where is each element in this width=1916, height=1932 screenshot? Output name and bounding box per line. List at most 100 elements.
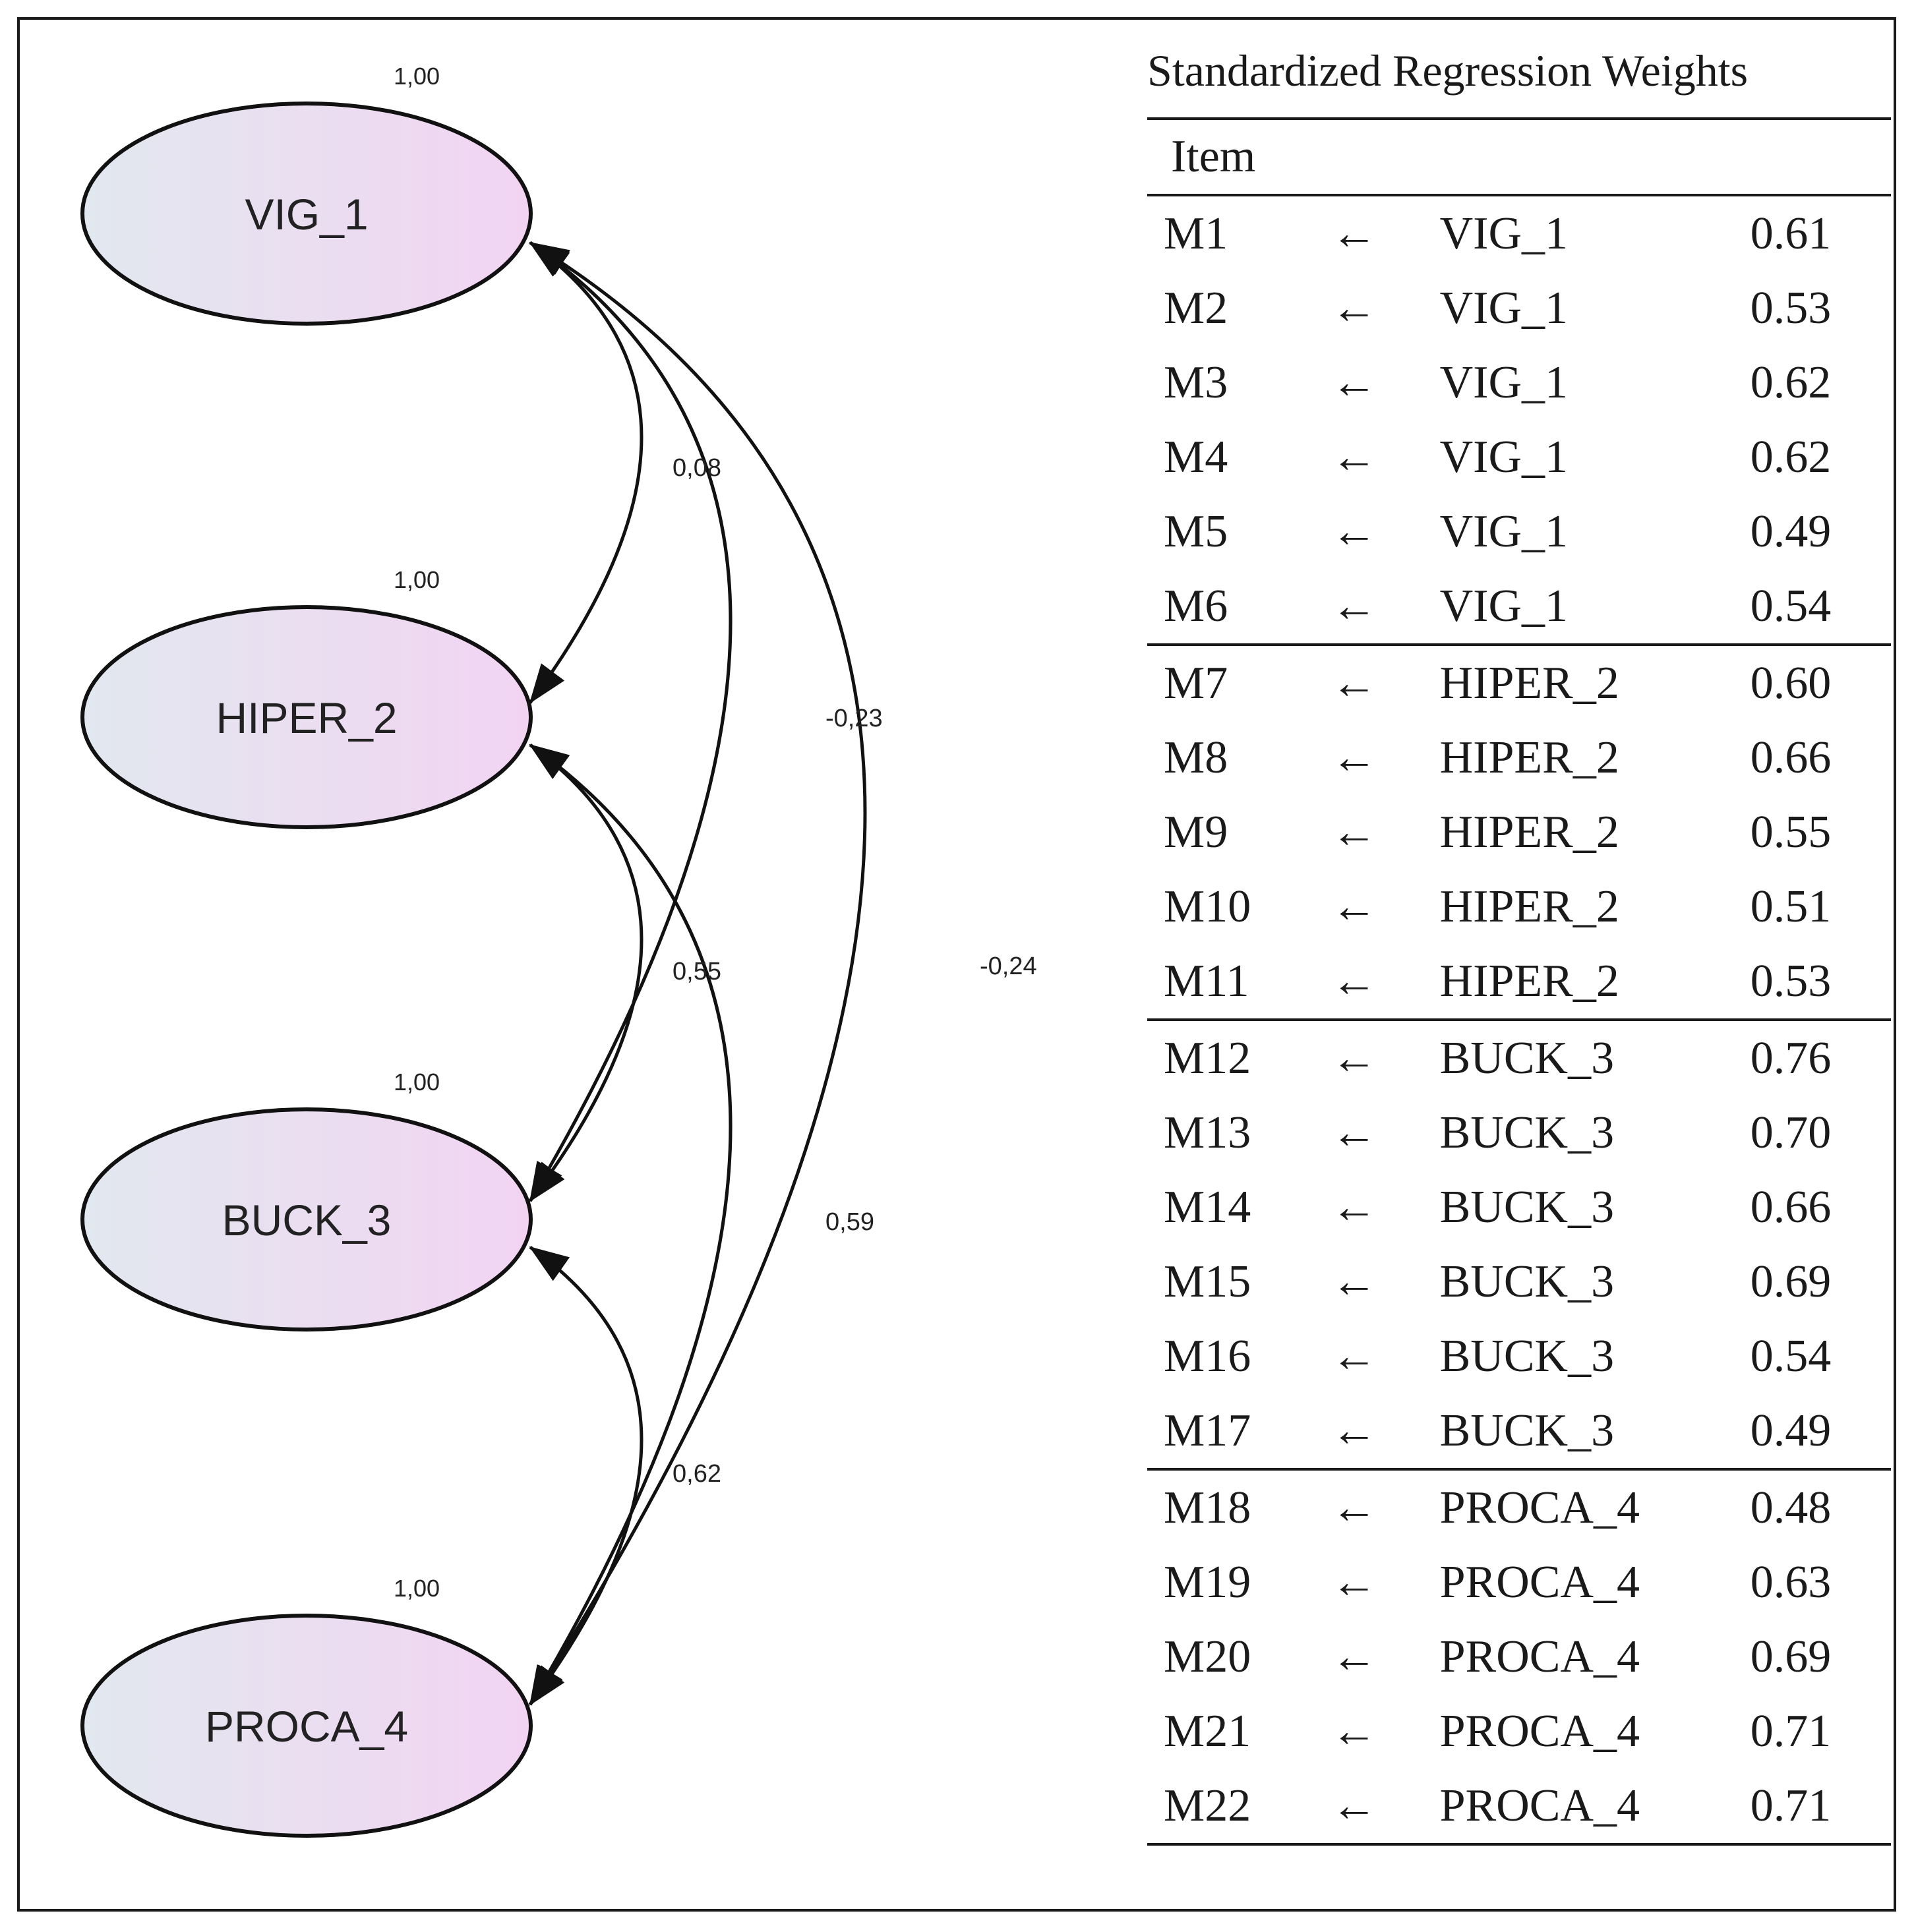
arrow-cell: ← [1331,1405,1377,1456]
item-cell: M19 [1164,1556,1251,1608]
correlation-diagram: 0,08 -0,23 -0,24 0,55 0,59 0,62 VIG_1 1,… [80,63,1037,1838]
weight-cell: 0.69 [1750,1631,1832,1682]
factor-cell: BUCK_3 [1439,1032,1615,1084]
corr-arc-buck3-proca4 [528,1245,644,1706]
arrow-cell: ← [1331,806,1377,858]
item-cell: M16 [1164,1330,1251,1382]
arrow-cell: ← [1331,1556,1377,1608]
corr-label-hiper2-proca4: 0,59 [825,1208,874,1236]
weight-cell: 0.53 [1750,955,1832,1007]
factor-cell: VIG_1 [1439,208,1569,259]
factor-cell: VIG_1 [1439,357,1569,408]
node-proca4: PROCA_4 1,00 [80,1575,533,1838]
latent-ellipse [80,1614,533,1838]
weight-cell: 0.48 [1750,1482,1832,1533]
corr-arc-vig1-proca4 [528,241,867,1706]
item-cell: M3 [1164,357,1228,408]
factor-cell: HIPER_2 [1439,657,1619,709]
factor-cell: VIG_1 [1439,580,1569,631]
weight-cell: 0.66 [1750,732,1832,783]
weight-cell: 0.51 [1750,881,1832,932]
item-cell: M14 [1164,1181,1251,1233]
corr-label-buck3-proca4: 0,62 [673,1460,721,1488]
item-cell: M10 [1164,881,1251,932]
arrow-cell: ← [1331,282,1377,334]
table-row: M21 ← PROCA_4 0.71 [1147,1694,1891,1769]
arrow-cell: ← [1331,1107,1377,1158]
item-cell: M15 [1164,1256,1251,1307]
factor-cell: VIG_1 [1439,431,1569,483]
node-vig1: VIG_1 1,00 [80,63,533,326]
corr-label-vig1-buck3: -0,23 [825,705,883,732]
weight-cell: 0.66 [1750,1181,1832,1233]
item-cell: M22 [1164,1780,1251,1831]
table-header-row: Item [1147,119,1891,195]
weight-cell: 0.69 [1750,1256,1832,1307]
corr-label-vig1-proca4: -0,24 [980,952,1037,980]
factor-cell: HIPER_2 [1439,881,1619,932]
item-cell: M13 [1164,1107,1251,1158]
arrow-cell: ← [1331,208,1377,259]
variance-label: 1,00 [394,63,440,90]
node-label: BUCK_3 [222,1196,392,1244]
weight-cell: 0.54 [1750,1330,1832,1382]
arrow-cell: ← [1331,1181,1377,1233]
arrow-cell: ← [1331,1330,1377,1382]
corr-label-vig1-hiper2: 0,08 [673,454,721,482]
item-cell: M1 [1164,208,1228,259]
item-cell: M21 [1164,1705,1251,1757]
item-cell: M18 [1164,1482,1251,1533]
weight-cell: 0.53 [1750,282,1832,334]
arrow-cell: ← [1331,1705,1377,1757]
item-cell: M12 [1164,1032,1251,1084]
corr-arc-hiper2-proca4 [528,743,733,1706]
latent-ellipse [80,605,533,829]
node-label: VIG_1 [245,190,368,239]
weight-cell: 0.49 [1750,1405,1832,1456]
corr-label-hiper2-buck3: 0,55 [673,958,721,985]
weight-cell: 0.71 [1750,1705,1832,1757]
arrow-cell: ← [1331,955,1377,1007]
arrow-cell: ← [1331,1256,1377,1307]
weight-cell: 0.71 [1750,1780,1832,1831]
corr-arc-hiper2-buck3 [529,743,644,1202]
latent-ellipse [80,1107,533,1332]
arrow-cell: ← [1331,1631,1377,1682]
item-cell: M6 [1164,580,1228,631]
corr-arc-vig1-buck3 [528,241,733,1202]
variance-label: 1,00 [394,1068,440,1096]
arrow-cell: ← [1331,431,1377,483]
weight-cell: 0.54 [1750,580,1832,631]
factor-cell: PROCA_4 [1439,1482,1640,1533]
arrow-cell: ← [1331,732,1377,783]
variance-label: 1,00 [394,1575,440,1602]
weight-cell: 0.49 [1750,506,1832,557]
weight-cell: 0.60 [1750,657,1832,709]
factor-cell: HIPER_2 [1439,732,1619,783]
weight-cell: 0.76 [1750,1032,1832,1084]
weight-cell: 0.62 [1750,431,1832,483]
node-buck3: BUCK_3 1,00 [80,1068,533,1332]
weight-cell: 0.70 [1750,1107,1832,1158]
factor-cell: PROCA_4 [1439,1780,1640,1831]
header-item: Item [1171,131,1256,182]
factor-cell: BUCK_3 [1439,1330,1615,1382]
weight-cell: 0.62 [1750,357,1832,408]
arrow-cell: ← [1331,1780,1377,1831]
factor-cell: PROCA_4 [1439,1705,1640,1757]
